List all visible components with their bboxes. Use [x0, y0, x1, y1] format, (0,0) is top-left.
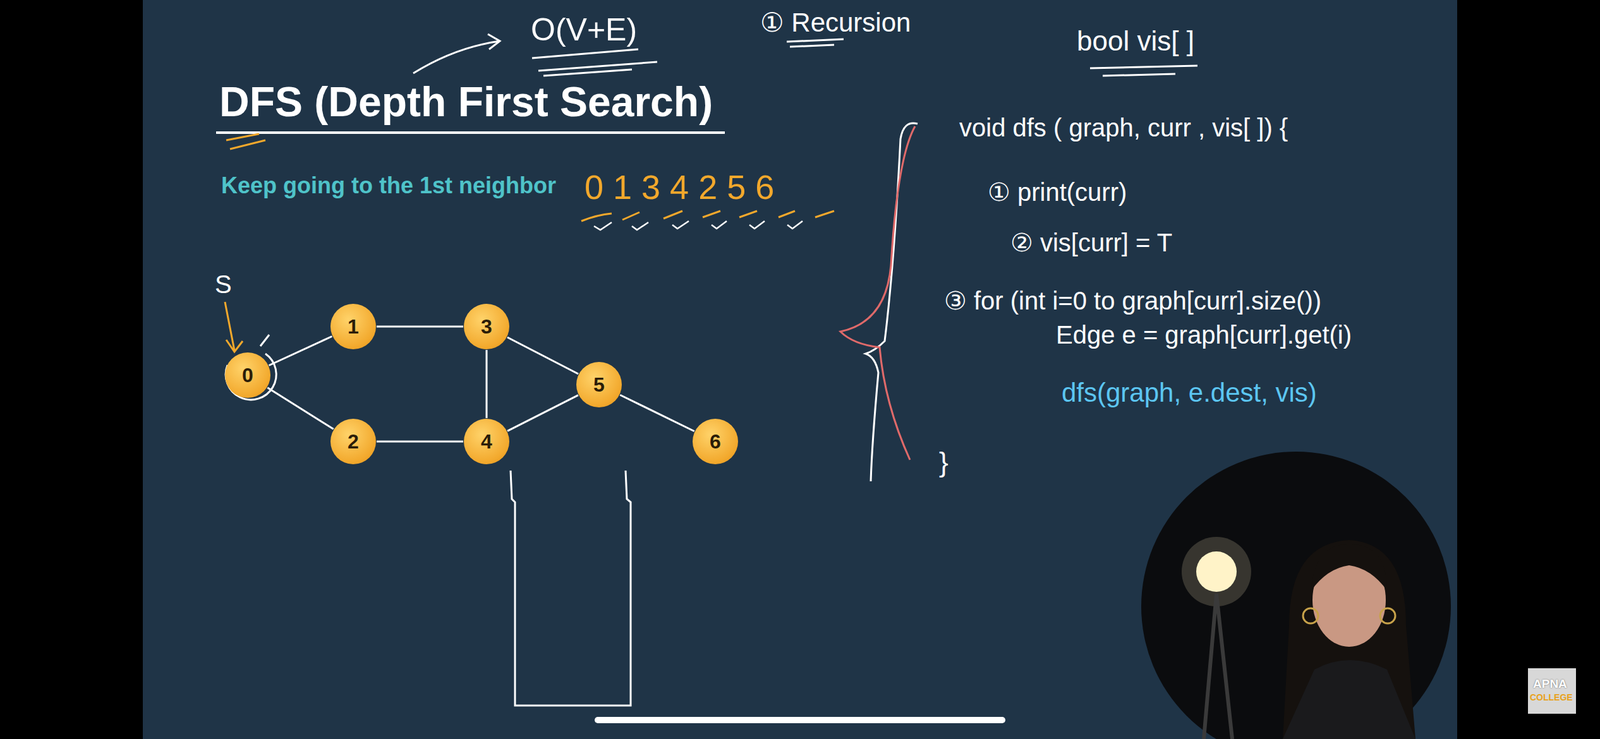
hand-arrow	[413, 34, 500, 74]
vertex-label: 1	[347, 315, 359, 339]
graph-edge	[269, 336, 333, 366]
graph-vertex: 3	[463, 303, 510, 350]
code-line: dfs(graph, e.dest, vis)	[1061, 377, 1317, 409]
recursion-brace	[840, 126, 916, 461]
code-line: ② vis[curr] = T	[1010, 228, 1173, 258]
subtitle: Keep going to the 1st neighbor	[221, 172, 557, 199]
tick-marks	[593, 221, 803, 231]
hand-underline	[532, 49, 658, 76]
start-arrow	[224, 302, 243, 352]
graph-edge	[267, 387, 334, 430]
code-line: ③ for (int i=0 to graph[curr].size())	[944, 286, 1322, 316]
graph-edge	[507, 337, 579, 375]
vertex-label: 2	[347, 430, 359, 454]
presenter-video	[1141, 451, 1451, 739]
graph-vertex: 2	[330, 418, 376, 465]
title-underline	[216, 131, 725, 134]
watermark: APNA	[1533, 677, 1568, 692]
graph-edge	[619, 394, 695, 431]
logo-box	[1527, 668, 1576, 715]
code-line: void dfs ( graph, curr , vis[ ]) {	[959, 113, 1288, 143]
vertex-label: 6	[709, 430, 722, 454]
presenter	[1282, 540, 1416, 739]
hand-note: ① Recursion	[760, 7, 911, 38]
graph-vertex: 1	[330, 303, 376, 350]
title: DFS (Depth First Search)	[219, 78, 713, 127]
graph-edge	[376, 441, 464, 443]
hand-note: bool vis[ ]	[1076, 25, 1195, 58]
watermark: COLLEGE	[1529, 692, 1573, 703]
progress-bar	[594, 717, 1006, 724]
graph-edge	[507, 395, 579, 432]
vertex-label: 3	[480, 315, 493, 339]
call-stack	[510, 470, 631, 706]
vertex-label: 5	[593, 373, 605, 397]
hand-underline	[786, 39, 844, 47]
recursion-brace	[865, 123, 918, 482]
start-mark: S	[214, 269, 232, 299]
dfs-underline	[226, 133, 266, 150]
vertex-label: 4	[480, 430, 493, 454]
graph-vertex: 4	[463, 418, 510, 465]
vertex-label: 0	[242, 363, 254, 388]
studio-lamp	[1181, 537, 1252, 739]
complexity-note: O(V+E)	[530, 12, 637, 49]
graph-edge	[376, 326, 464, 328]
graph-vertex: 6	[692, 418, 739, 465]
graph-vertex: 5	[576, 362, 622, 408]
code-line: Edge e = graph[curr].get(i)	[1055, 320, 1352, 350]
code-line: ① print(curr)	[987, 177, 1127, 207]
code-line: }	[939, 446, 949, 479]
tick-marks	[581, 211, 835, 222]
graph-edge	[485, 350, 488, 419]
hand-underline	[1090, 65, 1198, 76]
traversal-order: 0 1 3 4 2 5 6	[584, 167, 775, 207]
graph-vertex: 0	[224, 352, 271, 399]
